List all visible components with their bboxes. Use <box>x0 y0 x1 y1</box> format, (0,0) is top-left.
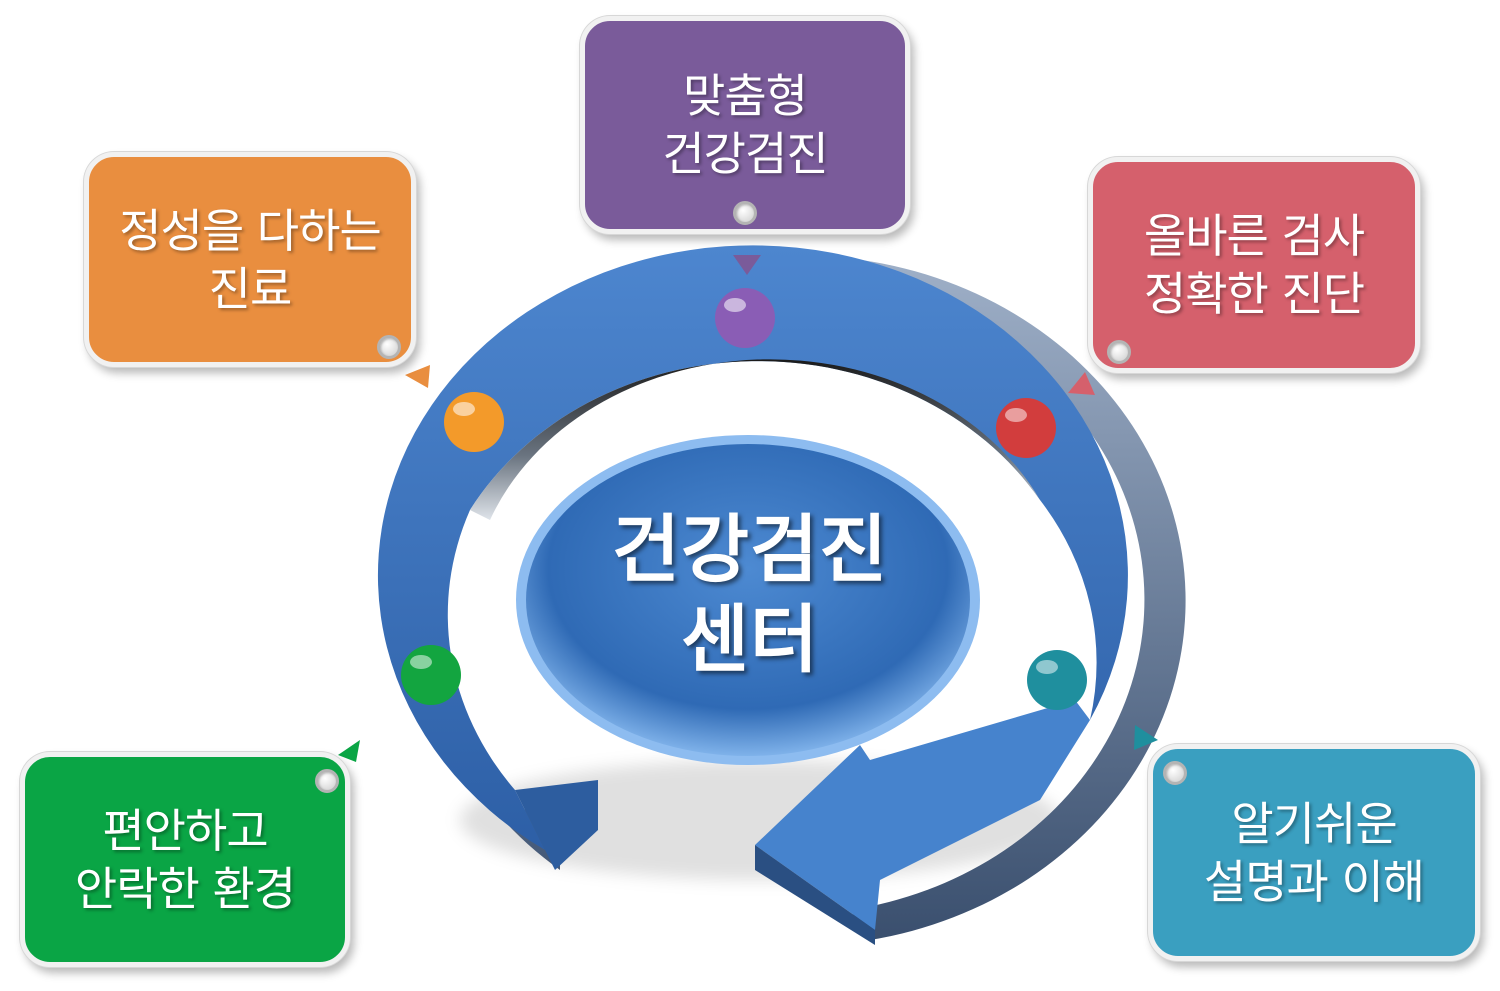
box-customized-checkup-line1: 맞춤형 <box>683 69 808 123</box>
ball-top-left <box>444 392 504 452</box>
pointer-bottom-right <box>1134 725 1158 750</box>
box-comfortable-environment: 편안하고 안락한 환경 <box>20 752 350 967</box>
center-ellipse-inner <box>526 444 970 756</box>
pointer-bottom-left <box>338 740 360 762</box>
ball-top-right <box>996 398 1056 458</box>
pointer-top-left <box>405 365 430 388</box>
box-easy-explanation-line2: 설명과 이해 <box>1203 854 1425 909</box>
pointer-top-right <box>1068 372 1095 395</box>
box-easy-explanation-line1: 알기쉬운 <box>1231 796 1397 851</box>
box-sincere-care: 정성을 다하는 진료 <box>84 152 416 367</box>
pin-icon <box>733 201 757 225</box>
pointer-top <box>733 255 761 275</box>
ring-arrow-head <box>755 700 1090 930</box>
ring-arc <box>377 245 1128 850</box>
pin-icon <box>315 769 339 793</box>
pin-icon <box>1107 340 1131 364</box>
box-customized-checkup-line2: 건강검진 <box>662 127 828 181</box>
ring-tail-face <box>515 780 598 870</box>
box-sincere-care-line1: 정성을 다하는 <box>119 203 382 258</box>
box-accurate-diagnosis: 올바른 검사 정확한 진단 <box>1088 157 1420 373</box>
box-comfortable-environment-line1: 편안하고 <box>102 803 268 858</box>
center-title: 건강검진 센터 <box>560 505 940 685</box>
pin-icon <box>377 335 401 359</box>
box-accurate-diagnosis-line2: 정확한 진단 <box>1143 267 1365 321</box>
box-comfortable-environment-line2: 안락한 환경 <box>74 861 296 916</box>
ball-top <box>715 288 775 348</box>
box-sincere-care-line2: 진료 <box>208 261 293 316</box>
center-title-line1: 건강검진 <box>611 507 889 593</box>
box-accurate-diagnosis-line1: 올바른 검사 <box>1143 209 1365 263</box>
ball-bottom-left <box>401 645 461 705</box>
pin-icon <box>1163 761 1187 785</box>
ring-arrow-head-side <box>755 845 875 945</box>
box-customized-checkup: 맞춤형 건강검진 <box>580 16 910 234</box>
center-title-line2: 센터 <box>680 597 820 683</box>
ball-bottom-right <box>1027 650 1087 710</box>
box-easy-explanation: 알기쉬운 설명과 이해 <box>1148 744 1480 961</box>
